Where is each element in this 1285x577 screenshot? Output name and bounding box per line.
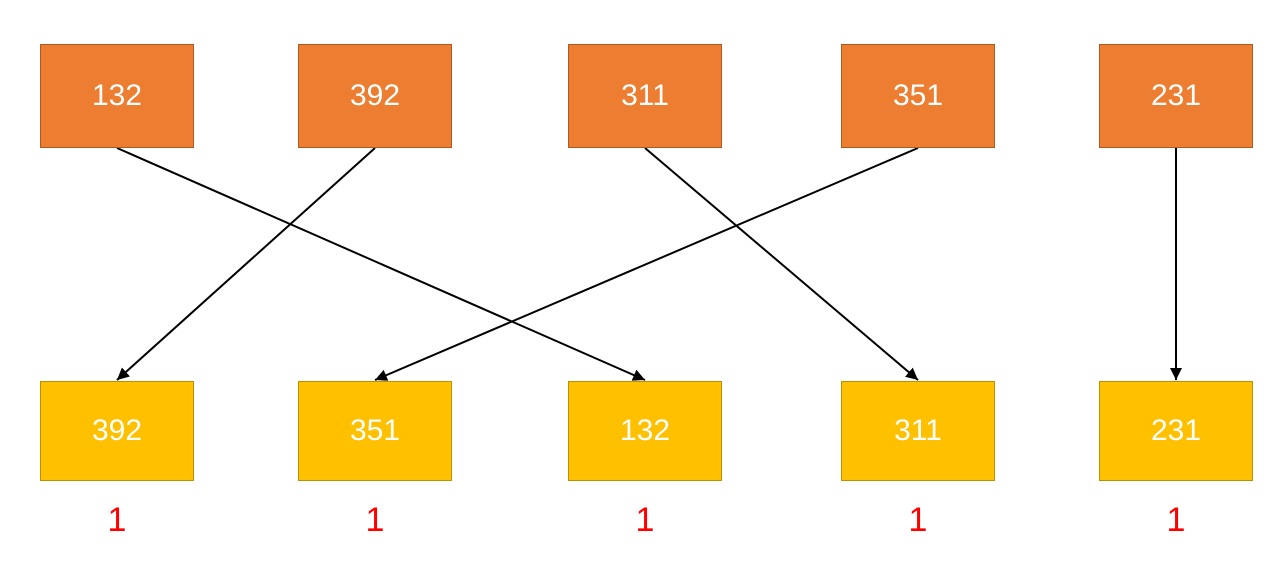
bottom-box-label: 132 [619, 414, 671, 447]
top-box-231: 231 [1099, 44, 1253, 148]
pass-count-label: 1 [365, 501, 385, 539]
top-box-392: 392 [298, 44, 452, 148]
arrow-351-to-351 [374, 147, 919, 381]
bottom-box-label: 351 [349, 414, 401, 447]
top-box-label: 311 [621, 79, 669, 112]
bottom-box-label: 392 [91, 414, 143, 447]
bottom-box-132: 132 [568, 381, 722, 481]
top-box-132: 132 [40, 44, 194, 148]
bottom-box-label: 311 [894, 414, 942, 447]
top-box-351: 351 [841, 44, 995, 148]
bottom-box-231: 231 [1099, 381, 1253, 481]
pass-count-label: 1 [908, 501, 928, 539]
bottom-box-311: 311 [841, 381, 995, 481]
bottom-box-label: 231 [1150, 414, 1202, 447]
top-box-label: 132 [91, 79, 143, 112]
pass-count-label: 1 [1166, 501, 1186, 539]
bottom-box-351: 351 [298, 381, 452, 481]
arrow-311-to-311 [644, 147, 919, 381]
bottom-box-392: 392 [40, 381, 194, 481]
top-box-311: 311 [568, 44, 722, 148]
top-box-label: 392 [349, 79, 401, 112]
arrow-392-to-392 [116, 147, 376, 381]
pass-count-label: 1 [107, 501, 127, 539]
top-box-label: 231 [1150, 79, 1202, 112]
arrow-132-to-132 [116, 147, 646, 381]
top-box-label: 351 [892, 79, 944, 112]
pass-count-label: 1 [635, 501, 655, 539]
